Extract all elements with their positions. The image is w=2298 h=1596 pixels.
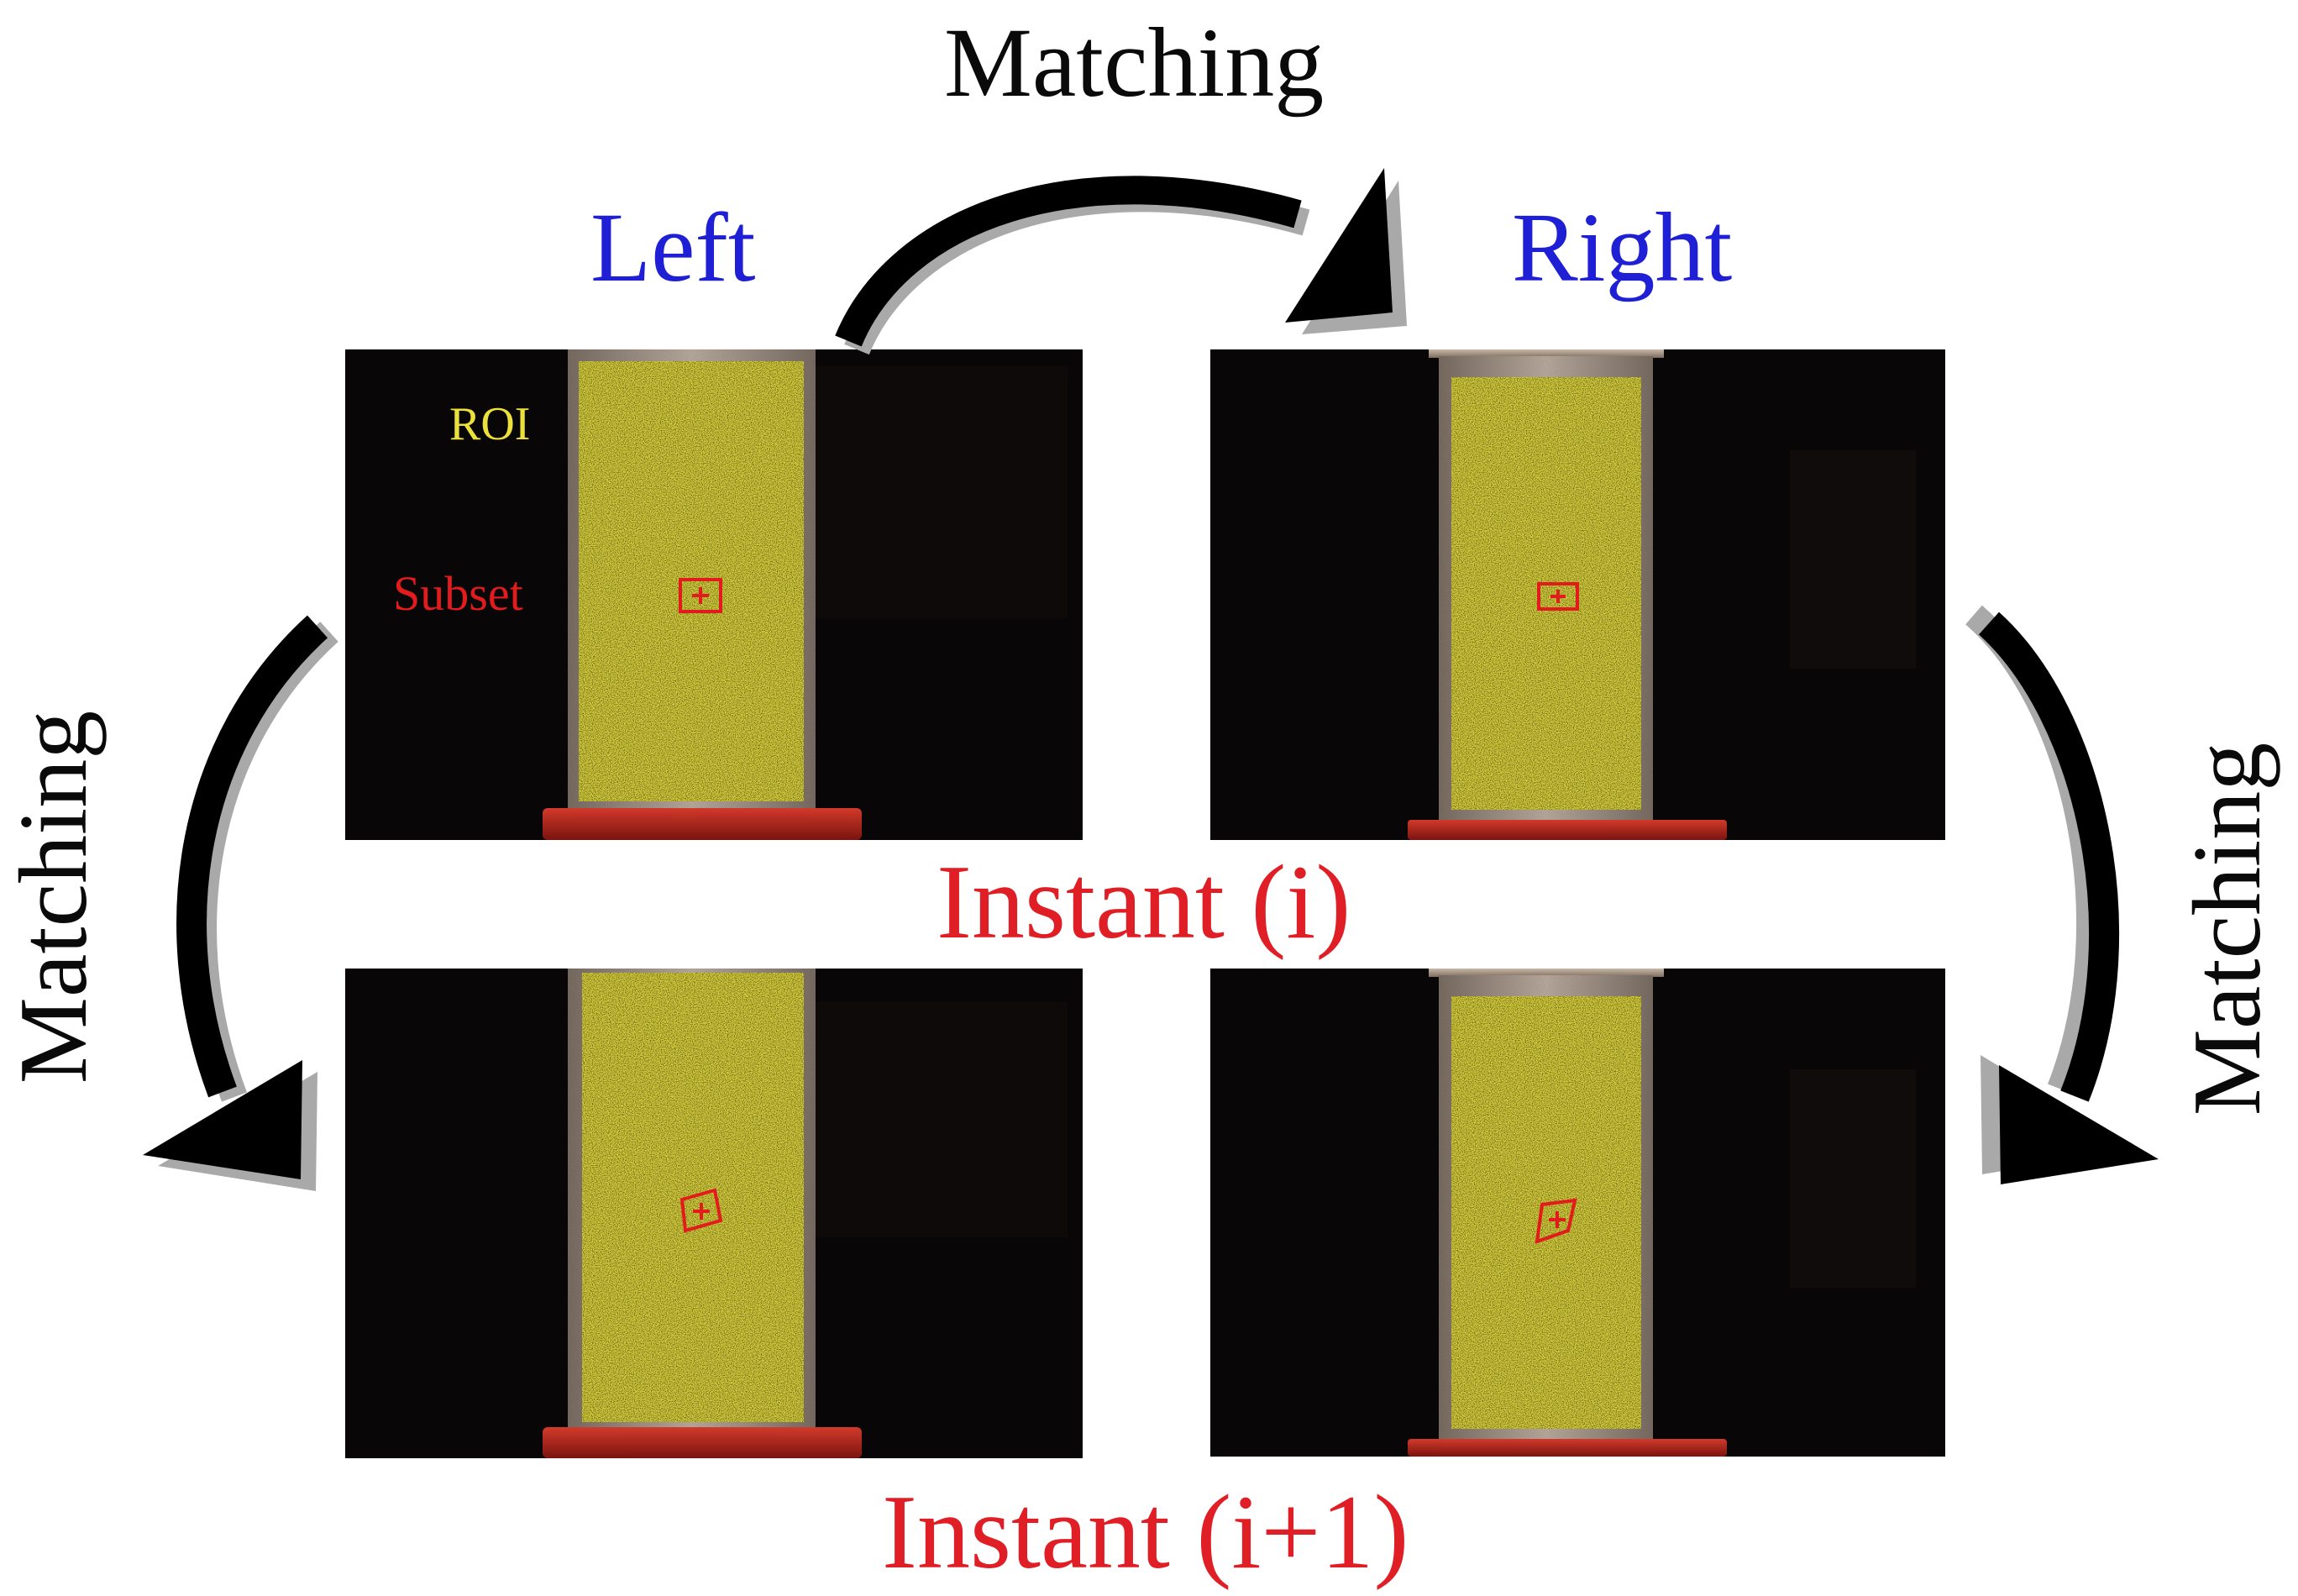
roi-label: ROI [449, 398, 531, 450]
left-view-label: Left [590, 192, 756, 302]
left-camera-image-instant-i-plus-1 [345, 969, 1083, 1458]
specimen-cap [1429, 349, 1664, 358]
loading-plate [1408, 1439, 1727, 1457]
right-view-label: Right [1512, 192, 1733, 302]
matching-arrow-top [835, 168, 1407, 355]
loading-plate [1408, 820, 1727, 840]
subset-marker [679, 1188, 723, 1233]
right-camera-image-instant-i [1210, 349, 1945, 840]
matching-label-top: Matching [944, 8, 1325, 118]
specimen-cap [1429, 969, 1664, 977]
loading-plate [543, 808, 862, 840]
left-camera-image-instant-i [345, 349, 1083, 840]
loading-plate [543, 1427, 862, 1458]
matching-label-right: Matching [2174, 742, 2281, 1116]
matching-arrow-left [143, 615, 338, 1191]
subset-marker [1535, 1198, 1577, 1244]
instant-i-plus-1-label: Instant (i+1) [882, 1474, 1409, 1591]
subset-label: Subset [393, 566, 523, 621]
instant-i-label: Instant (i) [937, 844, 1351, 961]
matching-arrow-right [1965, 605, 2159, 1184]
subset-marker [679, 578, 722, 613]
matching-label-left: Matching [0, 710, 108, 1084]
right-camera-image-instant-i-plus-1 [1210, 969, 1945, 1457]
subset-marker [1537, 582, 1579, 611]
